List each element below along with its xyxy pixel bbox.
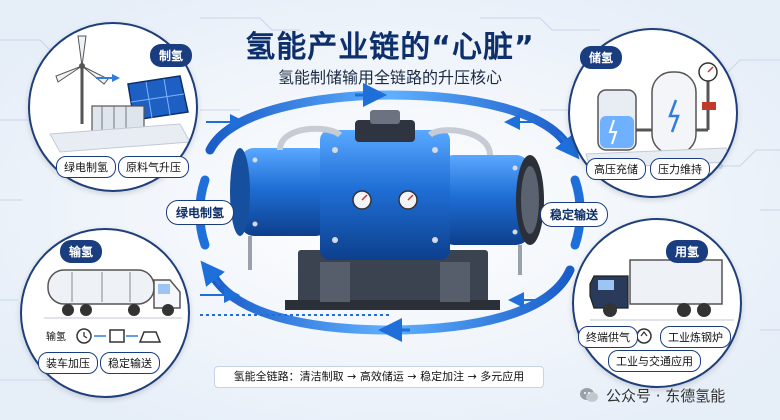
tag-produce-feedgas: 原料气升压	[118, 156, 189, 178]
produce-illustration	[49, 35, 191, 153]
tag-use-terminal: 终端供气	[578, 326, 638, 348]
tag-use-steel: 工业炼钢炉	[660, 326, 731, 348]
connector-arrows	[200, 114, 548, 316]
box-truck-icon	[589, 259, 723, 317]
wechat-icon	[580, 388, 598, 402]
transport-illustration	[44, 269, 182, 344]
watermark-text: 公众号 · 东德氢能	[606, 386, 726, 405]
tanker-truck-icon	[47, 269, 181, 316]
page-subtitle: 氢能制储输用全链路的升压核心	[277, 68, 502, 87]
hydrogen-tank-icon	[597, 71, 697, 155]
badge-store: 储氢	[580, 46, 623, 69]
page-title: 氢能产业链的“心脏”	[245, 30, 535, 65]
tag-transport-loading: 装车加压	[38, 352, 98, 374]
flow-label-left: 绿电制氢	[166, 200, 235, 225]
panel-use	[572, 218, 742, 388]
watermark: 公众号 · 东德氢能	[578, 384, 725, 406]
tag-produce-green: 绿电制氢	[56, 156, 116, 178]
process-label-transport: 输氢	[46, 332, 66, 343]
tag-use-industry-transport: 工业与交通应用	[608, 350, 701, 372]
tag-store-highpressure: 高压充储	[586, 158, 646, 180]
chain-summary: 氢能全链路：清洁制取 → 高效储运 → 稳定加注 → 多元应用	[214, 366, 544, 388]
flow-label-right: 稳定输送	[540, 202, 609, 227]
badge-produce: 制氢	[150, 44, 193, 67]
tag-transport-stable: 稳定输送	[100, 352, 160, 374]
wind-turbine-icon	[55, 35, 109, 124]
pressure-gauge-icon	[698, 62, 718, 130]
badge-transport: 输氢	[60, 240, 103, 263]
factory-icon	[636, 328, 652, 344]
use-illustration	[589, 259, 734, 344]
badge-use: 用氢	[666, 240, 709, 263]
compressor-illustration	[230, 110, 544, 310]
tag-store-maintain: 压力维持	[650, 158, 710, 180]
process-icons	[76, 328, 162, 344]
